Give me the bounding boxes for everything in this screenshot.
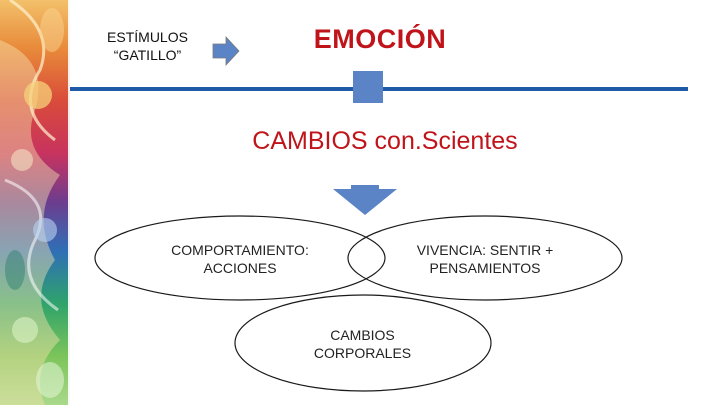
behavior-label: COMPORTAMIENTO: ACCIONES [140,241,340,277]
decorative-mandala-strip [0,0,70,405]
experience-line-2: PENSAMIENTOS [429,260,541,276]
trigger-line-1: ESTÍMULOS [107,29,188,45]
venn-circle-experience [347,215,623,301]
mandala-art [0,0,70,405]
experience-line-1: VIVENCIA: SENTIR + [416,242,554,258]
body-line-1: CAMBIOS [330,327,395,343]
conscious-changes-title: CAMBIOS con.Scientes [252,127,518,155]
venn-circle-behavior [94,215,386,301]
body-line-2: CORPORALES [313,345,412,361]
arrow-right-icon [212,35,240,67]
trigger-stimuli-label: ESTÍMULOS “GATILLO” [85,28,210,64]
emotion-title: EMOCIÓN [313,24,447,54]
arrow-down-icon [333,185,397,215]
experience-label: VIVENCIA: SENTIR + PENSAMIENTOS [385,241,585,277]
behavior-line-2: ACCIONES [203,260,277,276]
body-changes-label: CAMBIOS CORPORALES [285,326,440,362]
trigger-line-2: “GATILLO” [113,47,182,63]
venn-circle-body [234,294,492,392]
behavior-line-1: COMPORTAMIENTO: [171,242,309,258]
connector-square [353,71,383,103]
